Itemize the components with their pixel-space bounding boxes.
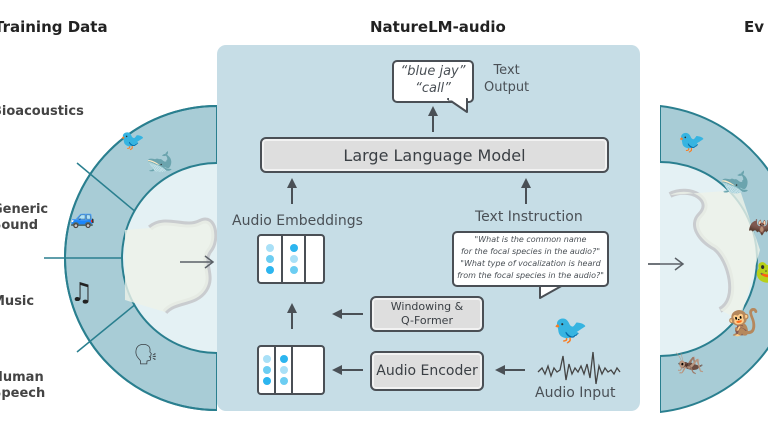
waveform-icon xyxy=(537,351,621,385)
embedding-dot xyxy=(266,244,274,252)
instruction-line: "What type of vocalization is heard xyxy=(460,259,601,268)
audio-features-grid xyxy=(257,345,325,395)
feature-dot xyxy=(262,366,271,374)
embedding-dot xyxy=(289,255,298,263)
text-output-label: Text Output xyxy=(484,63,530,95)
feature-dot xyxy=(262,355,271,363)
instruction-line: for the focal species in the audio?" xyxy=(460,247,600,256)
blue-jay-icon: 🐦 xyxy=(678,130,706,155)
output-species: “blue jay” xyxy=(400,64,466,79)
training-data-heading: Training Data xyxy=(0,18,108,36)
category-label-generic-sound: GenericSound xyxy=(0,202,49,233)
large-language-model-box: Large Language Model xyxy=(260,137,609,173)
gibbon-icon: 🐒 xyxy=(727,308,760,338)
embedding-dot xyxy=(266,255,274,263)
embedding-dot xyxy=(289,244,298,252)
segment-divider xyxy=(76,302,138,353)
segment-divider xyxy=(76,162,138,214)
grasshopper-icon: 🦗 xyxy=(675,348,705,376)
feature-dot xyxy=(262,377,271,385)
audio-embeddings-grid xyxy=(257,234,325,284)
category-label-music: Music xyxy=(0,294,35,309)
naturelm-audio-heading: NatureLM-audio xyxy=(370,18,506,36)
text-output-bubble: “blue jay” “call” xyxy=(392,60,474,103)
text-instruction-bubble: "What is the common name for the focal s… xyxy=(452,231,609,287)
embedding-dot xyxy=(289,266,298,274)
text-instruction-label: Text Instruction xyxy=(475,209,583,225)
category-label-human-speech: HumanSpeech xyxy=(0,370,46,401)
feature-dot xyxy=(279,355,288,363)
blue-jay-icon: 🐦 xyxy=(120,128,145,152)
audio-encoder-box: Audio Encoder xyxy=(370,351,484,391)
whale-icon: 🐋 xyxy=(720,168,750,196)
speaking-head-icon: 🗣 xyxy=(133,342,159,366)
audio-input-label: Audio Input xyxy=(535,385,616,401)
output-vocalization: “call” xyxy=(415,81,451,96)
bat-icon: 🦇 xyxy=(748,215,768,240)
evaluation-heading: Ev xyxy=(744,18,765,36)
feature-dot xyxy=(279,377,288,385)
whale-icon: 🐋 xyxy=(146,150,174,175)
music-note-icon: ♫ xyxy=(70,278,94,308)
audio-embeddings-label: Audio Embeddings xyxy=(232,213,363,229)
blue-jay-icon: 🐦 xyxy=(553,313,588,346)
car-icon: 🚙 xyxy=(70,205,95,229)
windowing-qformer-box: Windowing & Q-Former xyxy=(370,296,484,332)
feature-dot xyxy=(279,366,288,374)
instruction-line: "What is the common name xyxy=(474,235,587,244)
category-label-bioacoustics: Bioacoustics xyxy=(0,104,84,119)
instruction-line: from the focal species in the audio?" xyxy=(457,271,604,280)
frog-icon: 🐸 xyxy=(755,260,768,285)
embedding-dot xyxy=(266,266,274,274)
